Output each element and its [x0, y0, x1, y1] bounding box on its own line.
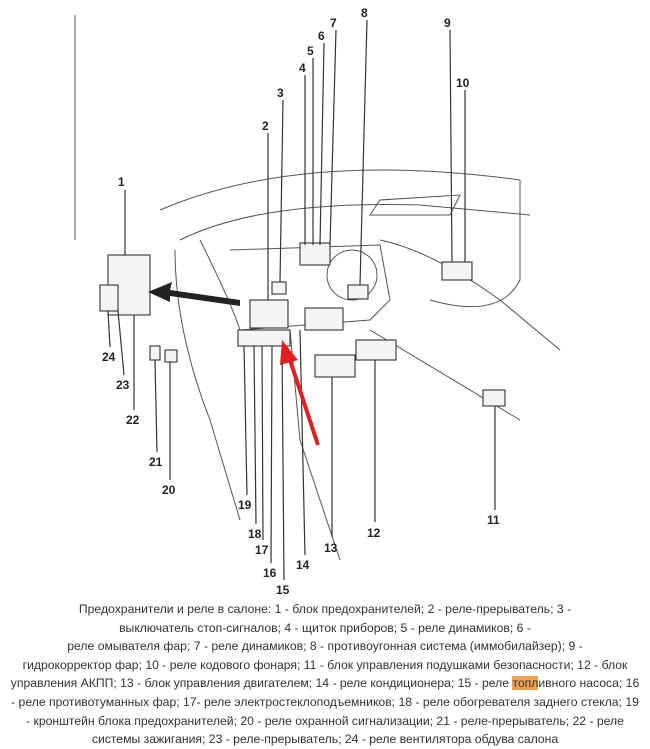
label-10: 10 — [456, 76, 470, 90]
label-14: 14 — [296, 558, 310, 572]
label-13: 13 — [324, 541, 338, 555]
label-20: 20 — [162, 483, 176, 497]
leader-lines — [107, 19, 496, 581]
label-4: 4 — [299, 61, 306, 75]
label-1: 1 — [118, 175, 125, 189]
caption-line: - реле противотуманных фар; 17- реле эле… — [11, 694, 639, 709]
label-9: 9 — [444, 16, 451, 30]
figure-caption: Предохранители и реле в салоне: 1 - блок… — [0, 600, 650, 749]
label-2: 2 — [262, 119, 269, 133]
caption-line: Предохранители и реле в салоне: 1 - блок… — [78, 602, 572, 616]
label-15: 15 — [276, 583, 290, 597]
label-12: 12 — [367, 526, 381, 540]
label-21: 21 — [149, 455, 163, 469]
label-23: 23 — [116, 378, 130, 392]
label-24: 24 — [102, 350, 116, 364]
caption-text: управления АКПП; 13 - блок управления дв… — [10, 676, 513, 691]
caption-line: реле омывателя фар; 7 - реле динамиков; … — [67, 639, 583, 654]
label-22: 22 — [126, 413, 140, 427]
black-arrow — [148, 282, 240, 306]
red-arrow — [280, 340, 320, 446]
callout-labels: 1 2 3 4 5 6 7 8 9 10 11 12 13 14 15 16 1… — [102, 6, 500, 597]
label-8: 8 — [361, 6, 368, 20]
caption-line: управления АКПП; 13 - блок управления дв… — [0, 674, 650, 693]
fuse-relay-diagram: 1 2 3 4 5 6 7 8 9 10 11 12 13 14 15 16 1… — [74, 6, 561, 597]
caption-line: выключатель стоп-сигналов; 4 - щиток при… — [119, 620, 531, 635]
label-7: 7 — [330, 16, 337, 30]
search-highlight: топл — [512, 676, 539, 691]
label-5: 5 — [307, 44, 314, 58]
caption-text: ивного насоса; 16 — [538, 676, 640, 691]
label-18: 18 — [248, 527, 262, 541]
label-6: 6 — [318, 29, 325, 43]
caption-line: системы зажигания; 23 - реле-прерыватель… — [91, 732, 559, 747]
label-17: 17 — [255, 543, 269, 557]
label-16: 16 — [263, 566, 277, 580]
label-3: 3 — [277, 86, 284, 100]
caption-line: - кронштейн блока предохранителей; 20 - … — [26, 713, 624, 728]
components — [99, 242, 506, 407]
label-11: 11 — [487, 513, 500, 527]
caption-line: гидрокорректор фар; 10 - реле кодового ф… — [22, 657, 628, 672]
label-19: 19 — [238, 498, 252, 512]
